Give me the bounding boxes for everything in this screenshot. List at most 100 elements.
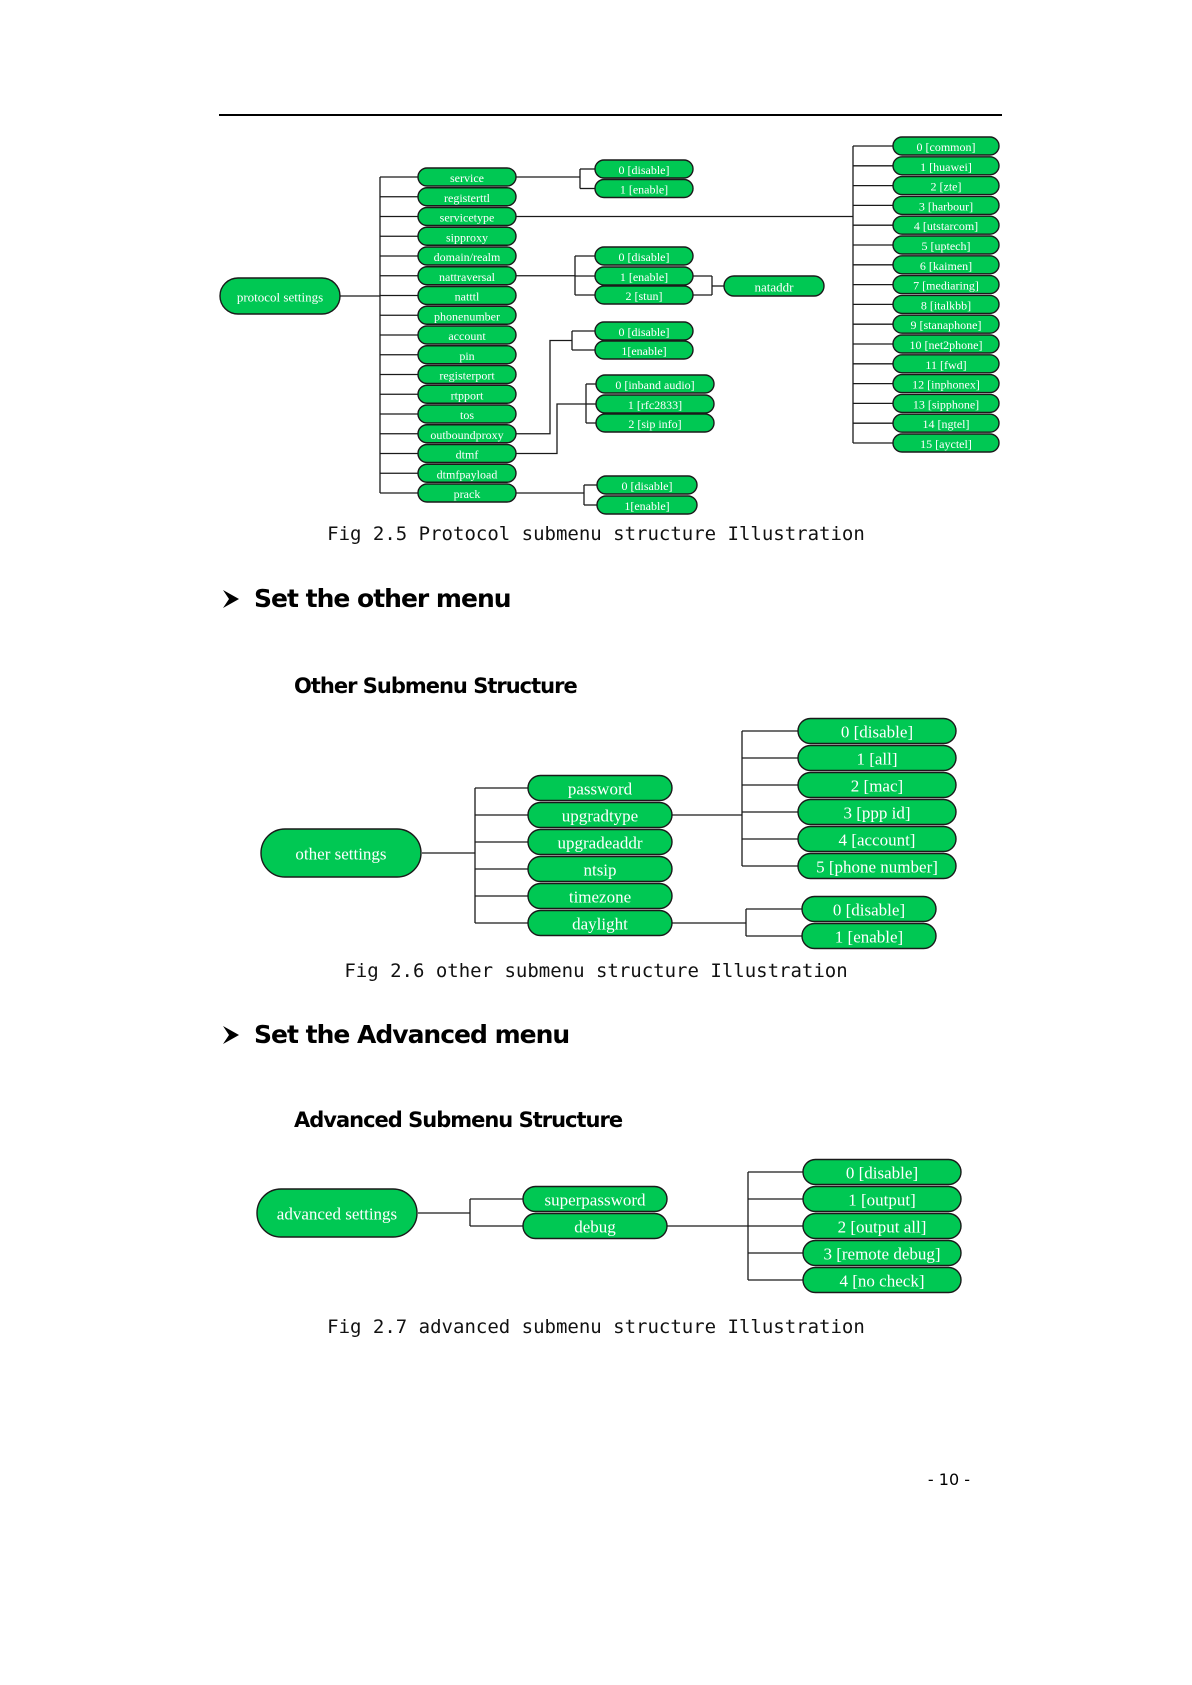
service-option-1-enable: 1 [enable] <box>594 178 694 199</box>
other-settings-node: other settings <box>260 828 422 878</box>
protocol-item-phonenumber: phonenumber <box>417 305 517 325</box>
nattraversal-option-0-disable-label: 0 [disable] <box>619 250 670 264</box>
other-item-timezone: timezone <box>527 882 673 910</box>
protocol-item-sipproxy: sipproxy <box>417 226 517 246</box>
section-heading-other: Set the other menu <box>222 584 512 613</box>
protocol-item-prack-label: prack <box>454 487 481 501</box>
dtmf-option-1-rfc2833-label: 1 [rfc2833] <box>628 398 682 412</box>
debug-option-3-remote-debug-label: 3 [remote debug] <box>823 1245 940 1264</box>
upgradtype-option-3-ppp-id-label: 3 [ppp id] <box>843 804 910 823</box>
servicetype-option-7-mediaring: 7 [mediaring] <box>892 274 1000 295</box>
advanced-settings-node: advanced settings <box>256 1188 418 1238</box>
protocol-item-phonenumber-label: phonenumber <box>434 309 500 323</box>
advanced-item-debug-label: debug <box>574 1218 616 1237</box>
debug-option-3-remote-debug: 3 [remote debug] <box>802 1239 962 1267</box>
page-number: - 10 - <box>927 1470 970 1489</box>
servicetype-option-11-fwd-label: 11 [fwd] <box>925 358 966 372</box>
servicetype-option-12-inphonex-label: 12 [inphonex] <box>912 378 980 392</box>
upgradtype-option-4-account: 4 [account] <box>797 825 957 853</box>
nataddr-node-label: nataddr <box>755 280 795 295</box>
protocol-item-account: account <box>417 325 517 345</box>
other-item-daylight-label: daylight <box>572 915 628 934</box>
servicetype-option-6-kaimen: 6 [kaimen] <box>892 255 1000 275</box>
other-item-upgradeaddr: upgradeaddr <box>527 828 673 856</box>
other-item-timezone-label: timezone <box>569 888 631 907</box>
upgradtype-option-5-phone-number: 5 [phone number] <box>797 852 957 880</box>
debug-option-4-no-check: 4 [no check] <box>802 1266 962 1294</box>
other-item-daylight: daylight <box>527 909 673 937</box>
nataddr-node: nataddr <box>723 275 825 297</box>
servicetype-option-6-kaimen-label: 6 [kaimen] <box>920 259 972 273</box>
protocol-item-domain-realm-label: domain/realm <box>434 250 501 264</box>
prack-option-0-disable: 0 [disable] <box>596 475 698 495</box>
protocol-settings-node: protocol settings <box>219 277 341 315</box>
servicetype-option-5-uptech-label: 5 [uptech] <box>922 239 971 253</box>
debug-option-2-output-all-label: 2 [output all] <box>838 1218 927 1237</box>
servicetype-option-9-stanaphone: 9 [stanaphone] <box>892 314 1000 334</box>
connector-line <box>516 339 572 435</box>
protocol-item-tos: tos <box>417 404 517 424</box>
protocol-item-dtmfpayload-label: dtmfpayload <box>437 467 498 481</box>
outboundproxy-option-0-disable: 0 [disable] <box>594 321 694 341</box>
outboundproxy-option-1-enable: 1[enable] <box>594 340 694 360</box>
protocol-item-pin: pin <box>417 345 517 365</box>
dtmf-option-1-rfc2833: 1 [rfc2833] <box>595 394 715 414</box>
nattraversal-option-1-enable-label: 1 [enable] <box>620 270 668 284</box>
protocol-item-nattraversal: nattraversal <box>417 266 517 286</box>
servicetype-option-15-ayctel-label: 15 [ayctel] <box>920 437 972 451</box>
protocol-item-nattraversal-label: nattraversal <box>439 270 496 284</box>
dtmf-option-0-inband-audio-label: 0 [inband audio] <box>615 378 694 392</box>
other-item-password-label: password <box>568 780 633 799</box>
dtmf-option-0-inband-audio: 0 [inband audio] <box>595 374 715 394</box>
protocol-item-natttl: natttl <box>417 285 517 306</box>
protocol-item-rtpport-label: rtpport <box>451 388 484 402</box>
servicetype-option-9-stanaphone-label: 9 [stanaphone] <box>911 318 982 332</box>
connector-line <box>516 403 586 455</box>
protocol-item-dtmfpayload: dtmfpayload <box>417 463 517 483</box>
servicetype-option-3-harbour: 3 [harbour] <box>892 195 1000 216</box>
figure-caption-2-5: Fig 2.5 Protocol submenu structure Illus… <box>327 523 865 545</box>
advanced-item-superpassword-label: superpassword <box>544 1191 646 1210</box>
servicetype-option-0-common: 0 [common] <box>892 136 1000 156</box>
section-heading-other-text: Set the other menu <box>254 584 512 613</box>
protocol-item-pin-label: pin <box>459 349 474 363</box>
protocol-item-service-label: service <box>450 171 484 185</box>
daylight-option-1-enable: 1 [enable] <box>801 922 937 950</box>
service-option-0-disable-label: 0 [disable] <box>619 163 670 177</box>
nattraversal-option-2-stun-label: 2 [stun] <box>626 289 663 303</box>
servicetype-option-8-italkbb: 8 [italkbb] <box>892 294 1000 315</box>
protocol-item-dtmf-label: dtmf <box>456 448 479 462</box>
upgradtype-option-1-all: 1 [all] <box>797 744 957 772</box>
debug-option-0-disable-label: 0 [disable] <box>846 1164 918 1183</box>
protocol-item-dtmf: dtmf <box>417 443 517 464</box>
debug-option-0-disable: 0 [disable] <box>802 1158 962 1186</box>
upgradtype-option-0-disable-label: 0 [disable] <box>841 723 913 742</box>
upgradtype-option-3-ppp-id: 3 [ppp id] <box>797 798 957 826</box>
advanced-item-debug: debug <box>522 1212 668 1240</box>
protocol-item-rtpport: rtpport <box>417 384 517 404</box>
servicetype-option-13-sipphone-label: 13 [sipphone] <box>913 397 979 411</box>
servicetype-option-4-utstarcom-label: 4 [utstarcom] <box>914 219 978 233</box>
other-settings-node-label: other settings <box>295 845 386 864</box>
protocol-item-registerttl-label: registerttl <box>444 191 491 205</box>
protocol-item-prack: prack <box>417 483 517 503</box>
servicetype-option-10-net2phone-label: 10 [net2phone] <box>910 338 983 352</box>
servicetype-option-1-huawei-label: 1 [huawei] <box>920 160 972 174</box>
servicetype-option-10-net2phone: 10 [net2phone] <box>892 334 1000 354</box>
upgradtype-option-2-mac-label: 2 [mac] <box>851 777 903 796</box>
outboundproxy-option-0-disable-label: 0 [disable] <box>619 325 670 339</box>
subheading-other-structure: Other Submenu Structure <box>294 674 578 698</box>
other-item-upgradeaddr-label: upgradeaddr <box>558 834 643 853</box>
protocol-item-registerport-label: registerport <box>439 369 495 383</box>
servicetype-option-8-italkbb-label: 8 [italkbb] <box>921 298 971 312</box>
upgradtype-option-0-disable: 0 [disable] <box>797 717 957 745</box>
nattraversal-option-1-enable: 1 [enable] <box>594 266 694 286</box>
servicetype-option-3-harbour-label: 3 [harbour] <box>919 199 973 213</box>
protocol-item-registerport: registerport <box>417 364 517 385</box>
servicetype-option-14-ngtel: 14 [ngtel] <box>892 413 1000 433</box>
servicetype-option-11-fwd: 11 [fwd] <box>892 354 1000 374</box>
dtmf-option-2-sip-info: 2 [sip info] <box>595 413 715 433</box>
arrow-bullet-icon <box>222 1025 240 1045</box>
debug-option-1-output-label: 1 [output] <box>848 1191 916 1210</box>
